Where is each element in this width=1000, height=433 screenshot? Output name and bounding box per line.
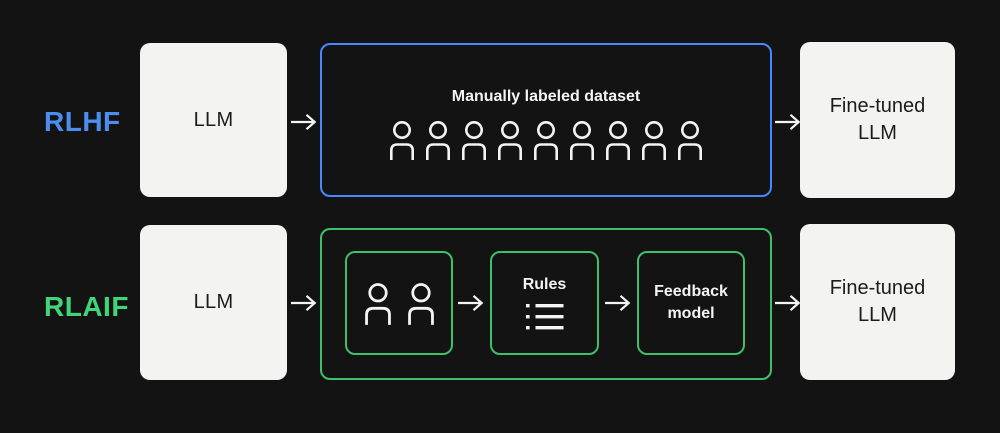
- person-icon: [605, 121, 631, 160]
- dataset-title: Manually labeled dataset: [451, 88, 641, 105]
- person-icon: [425, 121, 451, 160]
- arrow-right-icon: [291, 294, 316, 312]
- person-icon: [677, 121, 703, 160]
- person-icons-row: [388, 120, 704, 160]
- person-icon: [641, 121, 667, 160]
- rlaif-llm-box: LLM: [140, 225, 287, 380]
- rlhf-row-label: RLHF: [44, 106, 121, 137]
- rlaif-pipeline-box: Rules Feedback model: [320, 228, 772, 380]
- feedback-line1: Feedback: [654, 283, 728, 300]
- rlhf-llm-box: LLM: [140, 43, 287, 197]
- rlaif-finetuned-llm-box: Fine-tuned LLM: [800, 224, 955, 380]
- person-icon: [569, 121, 595, 160]
- rlhf-llm-label: LLM: [193, 108, 234, 131]
- arrow-right-icon: [775, 113, 800, 131]
- manually-labeled-dataset-box: Manually labeled dataset: [320, 43, 772, 197]
- arrow-right-icon: [291, 113, 316, 131]
- arrow-right-icon: [605, 294, 630, 312]
- rules-label: Rules: [522, 276, 567, 293]
- person-icon: [407, 282, 434, 325]
- rlhf-finetuned-llm-box: Fine-tuned LLM: [800, 42, 955, 198]
- person-icon: [497, 121, 523, 160]
- arrow-right-icon: [775, 294, 800, 312]
- ai-annotators-box: [345, 251, 453, 355]
- arrow-right-icon: [458, 294, 483, 312]
- person-icon: [533, 121, 559, 160]
- rules-box: Rules: [490, 251, 599, 355]
- finetuned-line1: Fine-tuned: [829, 277, 926, 299]
- rlaif-finetuned-llm-label: Fine-tuned LLM: [830, 275, 926, 329]
- person-icon: [461, 121, 487, 160]
- feedback-model-label: Feedback model: [654, 281, 728, 325]
- rlhf-finetuned-llm-label: Fine-tuned LLM: [830, 93, 926, 147]
- person-icon: [364, 282, 391, 325]
- feedback-line2: model: [667, 305, 715, 322]
- rlaif-llm-label: LLM: [193, 291, 234, 313]
- feedback-model-box: Feedback model: [637, 251, 745, 355]
- finetuned-line2: LLM: [858, 304, 897, 326]
- finetuned-line2: LLM: [858, 122, 897, 144]
- person-icon: [389, 121, 415, 160]
- rules-list-icon: [525, 304, 563, 330]
- finetuned-line1: Fine-tuned: [829, 95, 926, 117]
- rlaif-row-label: RLAIF: [44, 291, 129, 322]
